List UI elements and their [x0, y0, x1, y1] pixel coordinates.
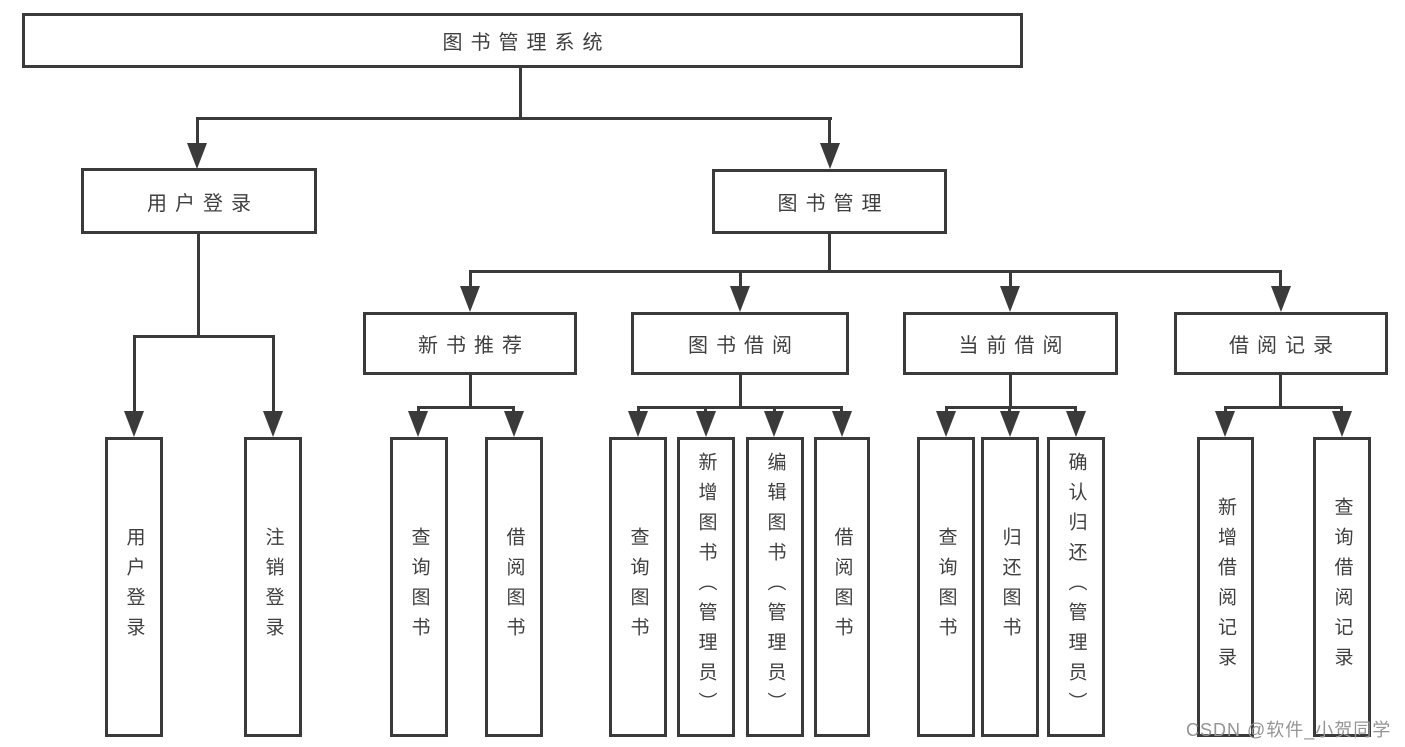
- leaf-add-books-admin: 新增图书（管理员）: [677, 437, 735, 737]
- connector-borrow-bar: [637, 406, 843, 409]
- arrow-down-icon: [1215, 411, 1235, 437]
- connector-book-mgmt-drop: [739, 270, 742, 290]
- arrow-down-icon: [1000, 286, 1020, 312]
- connector-current-drop: [1074, 406, 1077, 414]
- connector-recommend-drop: [512, 406, 515, 414]
- connector-borrow-drop: [704, 406, 707, 414]
- connector-root-drop-left: [196, 117, 199, 145]
- connector-current-drop: [945, 406, 948, 414]
- node-book-management: 图书管理: [712, 169, 947, 234]
- connector-borrow-drop: [773, 406, 776, 414]
- connector-user-login-stem: [197, 234, 200, 337]
- connector-recommend-drop: [417, 406, 420, 414]
- connector-book-mgmt-drop: [1279, 270, 1282, 290]
- arrow-down-icon: [187, 143, 207, 169]
- arrow-down-icon: [408, 411, 428, 437]
- arrow-down-icon: [764, 411, 784, 437]
- leaf-confirm-return-admin: 确认归还（管理员）: [1047, 437, 1105, 737]
- node-user-login: 用户登录: [81, 168, 317, 234]
- arrow-down-icon: [696, 411, 716, 437]
- connector-root-bar: [196, 117, 832, 120]
- connector-book-mgmt-bar: [469, 270, 1282, 273]
- leaf-edit-books-admin: 编辑图书（管理员）: [746, 437, 804, 737]
- connector-borrow-drop: [840, 406, 843, 414]
- arrow-down-icon: [628, 411, 648, 437]
- arrow-down-icon: [504, 411, 524, 437]
- node-new-book-recommendation: 新书推荐: [363, 312, 577, 375]
- leaf-borrowing-borrow-books: 借阅图书: [814, 437, 870, 737]
- connector-user-login-bar: [133, 335, 275, 338]
- leaf-add-borrow-record: 新增借阅记录: [1197, 437, 1254, 737]
- connector-user-login-drop: [133, 335, 136, 413]
- node-current-borrowing: 当前借阅: [903, 312, 1118, 375]
- connector-borrow-drop: [637, 406, 640, 414]
- arrow-down-icon: [730, 286, 750, 312]
- leaf-logout-login: 注销登录: [244, 437, 302, 737]
- arrow-down-icon: [820, 143, 840, 169]
- arrow-down-icon: [1066, 411, 1086, 437]
- connector-root-drop-right: [828, 117, 831, 145]
- leaf-return-books: 归还图书: [981, 437, 1039, 737]
- arrow-down-icon: [832, 411, 852, 437]
- arrow-down-icon: [1271, 286, 1291, 312]
- arrow-down-icon: [263, 411, 283, 437]
- arrow-down-icon: [124, 411, 144, 437]
- connector-current-stem: [1009, 375, 1012, 408]
- arrow-down-icon: [460, 286, 480, 312]
- node-book-borrowing: 图书借阅: [631, 312, 849, 375]
- connector-records-bar: [1224, 406, 1343, 409]
- watermark-text: CSDN @软件_小贺同学: [1186, 720, 1392, 740]
- connector-root-stem: [519, 68, 522, 119]
- connector-recommend-stem: [469, 375, 472, 408]
- connector-book-mgmt-drop: [469, 270, 472, 290]
- connector-recommend-bar: [417, 406, 515, 409]
- connector-borrow-stem: [739, 375, 742, 408]
- leaf-current-query-books: 查询图书: [917, 437, 975, 737]
- leaf-query-borrow-record: 查询借阅记录: [1313, 437, 1371, 737]
- connector-records-drop: [1340, 406, 1343, 414]
- leaf-user-login: 用户登录: [105, 437, 163, 737]
- connector-book-mgmt-drop: [1009, 270, 1012, 290]
- connector-records-stem: [1279, 375, 1282, 408]
- arrow-down-icon: [1000, 411, 1020, 437]
- connector-book-mgmt-stem: [828, 234, 831, 272]
- arrow-down-icon: [936, 411, 956, 437]
- connector-current-bar: [945, 406, 1077, 409]
- node-borrowing-records: 借阅记录: [1174, 312, 1388, 375]
- arrow-down-icon: [1332, 411, 1352, 437]
- node-library-management-system: 图书管理系统: [22, 13, 1023, 68]
- connector-user-login-drop: [272, 335, 275, 413]
- connector-records-drop: [1224, 406, 1227, 414]
- leaf-recommend-borrow-books: 借阅图书: [485, 437, 543, 737]
- leaf-recommend-query-books: 查询图书: [390, 437, 448, 737]
- connector-current-drop: [1008, 406, 1011, 414]
- leaf-borrowing-query-books: 查询图书: [609, 437, 667, 737]
